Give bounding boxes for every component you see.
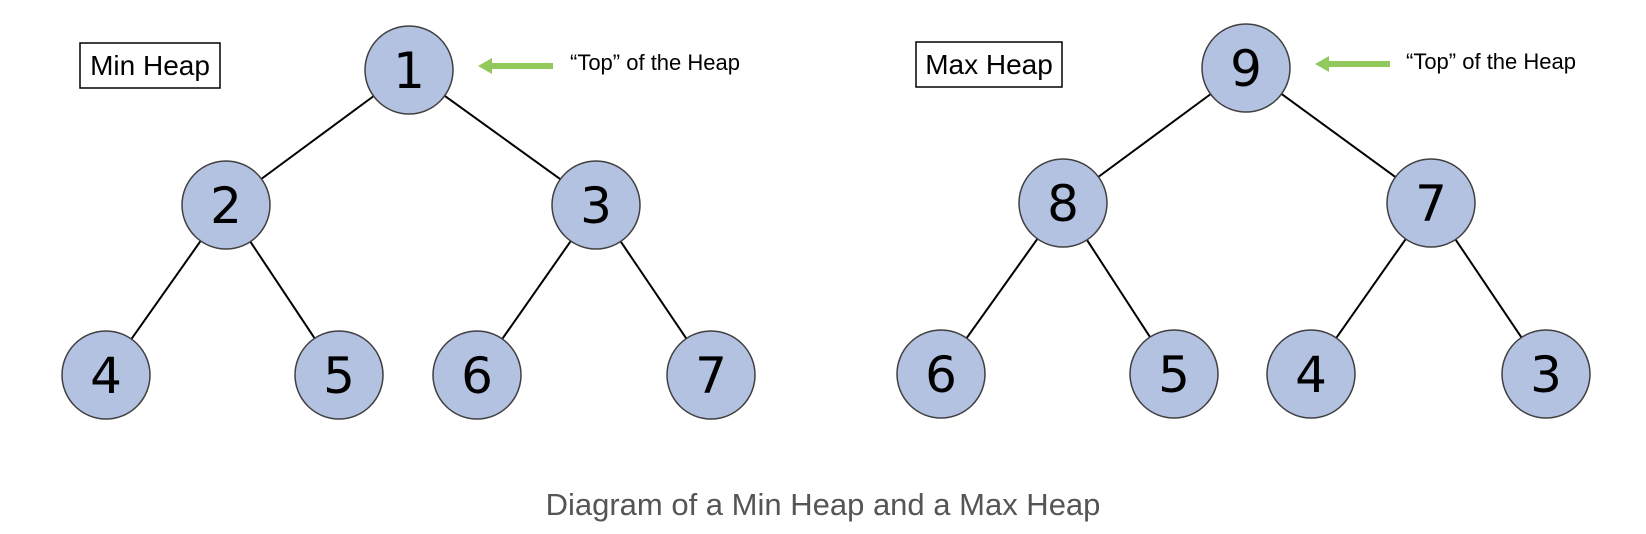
min-heap-edge	[130, 240, 202, 340]
min-heap-node-value: 4	[90, 347, 122, 405]
max-heap-edge	[1454, 238, 1523, 339]
max-heap-node-value: 6	[925, 346, 957, 404]
min-heap-node-circle	[551, 160, 641, 250]
max-heap-edge	[965, 238, 1039, 339]
max-heap-node-value: 9	[1230, 40, 1262, 98]
min-heap-label-box	[79, 42, 221, 89]
max-heap-label-box	[915, 41, 1063, 88]
min-heap-node-value: 3	[580, 177, 612, 235]
min-heap-node-circle	[61, 330, 151, 420]
diagram-caption: Diagram of a Min Heap and a Max Heap	[545, 487, 1101, 522]
max-heap-node-circle	[1501, 329, 1591, 419]
min-heap-node-value: 5	[323, 347, 355, 405]
max-heap-node-circle	[1018, 158, 1108, 248]
max-heap-node-value: 4	[1295, 346, 1327, 404]
min-heap-node-value: 2	[210, 177, 242, 235]
min-heap-node-circle	[432, 330, 522, 420]
max-heap-edge	[1280, 93, 1397, 178]
max-heap-label: Max Heap	[925, 49, 1053, 80]
max-heap-edge	[1335, 238, 1407, 339]
min-heap-label: Min Heap	[90, 50, 210, 81]
min-heap-top-annotation: “Top” of the Heap	[570, 50, 740, 75]
min-heap-node-value: 1	[393, 42, 425, 100]
max-heap-node-circle	[896, 329, 986, 419]
min-heap-edge	[260, 95, 375, 180]
min-heap-node-value: 6	[461, 347, 493, 405]
max-heap-node-circle	[1129, 329, 1219, 419]
min-heap-edge	[249, 241, 316, 339]
min-heap-edge	[501, 240, 572, 340]
max-heap-node-value: 8	[1047, 175, 1079, 233]
max-heap-top-annotation: “Top” of the Heap	[1406, 49, 1576, 74]
max-heap-arrow-icon	[1315, 56, 1329, 72]
min-heap-edge	[444, 94, 561, 181]
min-heap-node-value: 7	[695, 347, 727, 405]
max-heap-node-value: 3	[1530, 346, 1562, 404]
max-heap-node-value: 7	[1415, 175, 1447, 233]
min-heap-node-circle	[181, 160, 271, 250]
max-heap-node-circle	[1386, 158, 1476, 248]
min-heap-edge	[619, 240, 688, 340]
min-heap-node-circle	[666, 330, 756, 420]
min-heap-node-circle	[364, 25, 454, 115]
max-heap-node-circle	[1201, 23, 1291, 113]
max-heap-node-value: 5	[1158, 346, 1190, 404]
max-heap-node-circle	[1266, 329, 1356, 419]
min-heap-arrow-icon	[478, 58, 492, 74]
max-heap-edge	[1086, 239, 1151, 338]
max-heap-edge	[1097, 93, 1212, 178]
min-heap-node-circle	[294, 330, 384, 420]
